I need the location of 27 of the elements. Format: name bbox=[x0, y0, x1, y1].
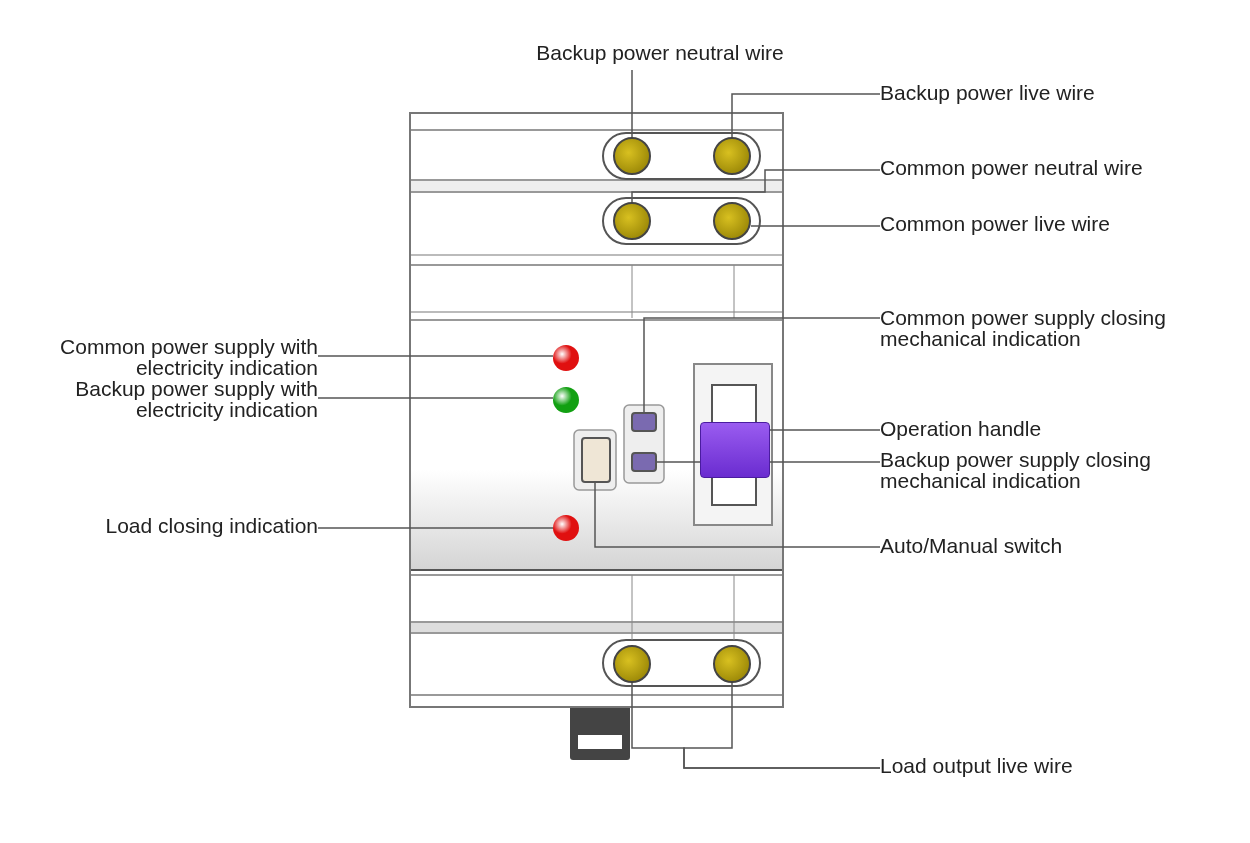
leader-line bbox=[317, 397, 554, 399]
callout-label: Backup power supply closing mechanical indication bbox=[880, 449, 1245, 491]
callout-label: Backup power live wire bbox=[880, 82, 1200, 103]
callout-label: Common power supply closing mechanical indication bbox=[880, 307, 1245, 349]
leader-line bbox=[631, 169, 881, 203]
operation-handle bbox=[700, 422, 770, 478]
leader-line bbox=[317, 527, 554, 529]
callout-label: Common power supply with electricity indication bbox=[8, 336, 318, 378]
toggle-switch bbox=[581, 437, 611, 483]
callout-label: Common power neutral wire bbox=[880, 157, 1220, 178]
indicator-window bbox=[631, 412, 657, 432]
callout-label: Operation handle bbox=[880, 418, 1200, 439]
leader-line bbox=[631, 69, 633, 138]
leader-line bbox=[317, 355, 554, 357]
callout-label: Backup power supply with electricity indication bbox=[8, 378, 318, 420]
callout-label: Backup power neutral wire bbox=[500, 42, 820, 63]
callout-label: Common power live wire bbox=[880, 213, 1200, 234]
callout-label: Load output live wire bbox=[880, 755, 1200, 776]
leader-line bbox=[683, 682, 881, 769]
callout-label: Auto/Manual switch bbox=[880, 535, 1200, 556]
indicator-window bbox=[631, 452, 657, 472]
leader-line bbox=[731, 93, 881, 138]
leader-line bbox=[750, 225, 881, 227]
leader-line bbox=[594, 482, 881, 548]
callout-label: Load closing indication bbox=[30, 515, 318, 536]
leader-line bbox=[769, 429, 881, 431]
leader-line bbox=[643, 317, 881, 413]
